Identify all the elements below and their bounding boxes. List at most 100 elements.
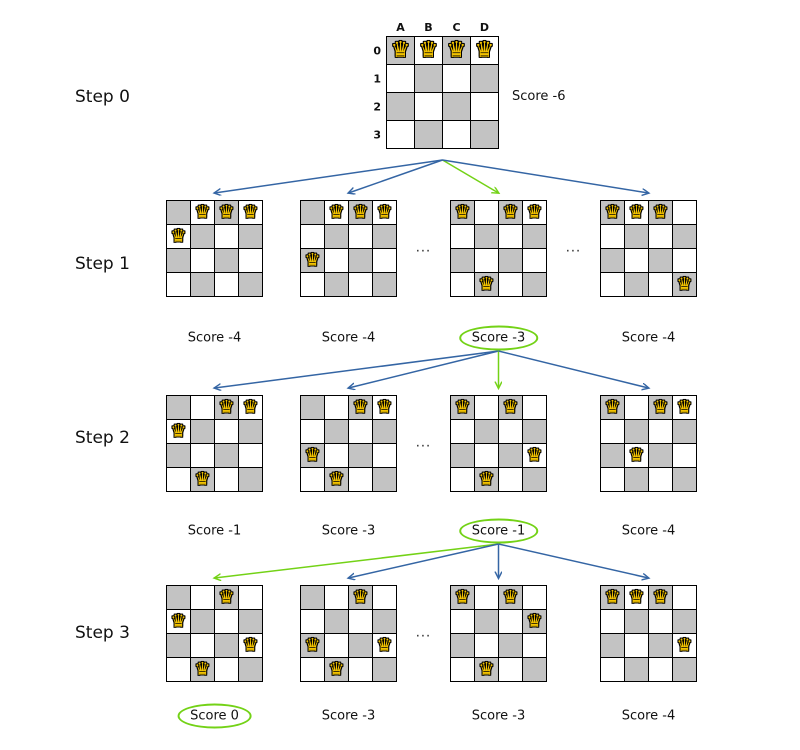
- row-label-3: 3: [373, 128, 381, 141]
- board-cell: [215, 225, 238, 248]
- board-cell: [215, 658, 238, 681]
- queen-icon: ♛: [526, 610, 543, 632]
- arrow-step-0-board-to-step1-board1: [349, 159, 443, 193]
- board-cell: ♛: [601, 201, 624, 224]
- board-cell: [373, 586, 396, 609]
- board-cell: [523, 634, 546, 657]
- board-cell: [649, 420, 672, 443]
- board-cell: ♛: [191, 468, 214, 491]
- board-step3-0: ♛♛♛♛: [166, 585, 263, 682]
- row-label-1: 1: [373, 72, 381, 85]
- queen-icon: ♛: [478, 468, 495, 490]
- queen-icon: ♛: [676, 273, 693, 295]
- score-step2-3: Score -4: [621, 523, 676, 539]
- board-cell: ♛: [301, 249, 324, 272]
- queen-icon: ♛: [376, 396, 393, 418]
- board-cell: [649, 658, 672, 681]
- board-cell: [625, 468, 648, 491]
- board-cell: [673, 420, 696, 443]
- board-cell: [191, 225, 214, 248]
- board-cell: ♛: [167, 420, 190, 443]
- board-cell: [325, 273, 348, 296]
- queen-icon: ♛: [242, 396, 259, 418]
- board-cell: [625, 610, 648, 633]
- board-cell: [499, 249, 522, 272]
- board-cell: ♛: [443, 37, 470, 64]
- board-cell: ♛: [601, 586, 624, 609]
- board-cell: [167, 586, 190, 609]
- board-cell: [673, 225, 696, 248]
- board-cell: [601, 249, 624, 272]
- board-cell: [673, 249, 696, 272]
- board-cell: [373, 468, 396, 491]
- queen-icon: ♛: [376, 201, 393, 223]
- board-cell: ♛: [523, 444, 546, 467]
- board-cell: [673, 201, 696, 224]
- board-cell: [415, 65, 442, 92]
- board-step0-0: ♛♛♛♛: [386, 36, 499, 149]
- board-cell: ♛: [415, 37, 442, 64]
- ellipsis: ...: [415, 435, 432, 451]
- board-cell: [451, 444, 474, 467]
- board-cell: ♛: [239, 396, 262, 419]
- queen-icon: ♛: [352, 201, 369, 223]
- board-cell: [301, 273, 324, 296]
- board-cell: [475, 225, 498, 248]
- board-cell: [325, 249, 348, 272]
- queen-icon: ♛: [194, 468, 211, 490]
- board-cell: ♛: [349, 201, 372, 224]
- board-cell: ♛: [475, 658, 498, 681]
- queen-icon: ♛: [604, 396, 621, 418]
- board-cell: [373, 273, 396, 296]
- board-cell: [601, 225, 624, 248]
- board-cell: [451, 273, 474, 296]
- board-cell: [215, 610, 238, 633]
- queen-icon: ♛: [170, 610, 187, 632]
- selected-score-step1-2: Score -3: [458, 325, 539, 351]
- board-cell: ♛: [387, 37, 414, 64]
- board-cell: [523, 225, 546, 248]
- board-cell: [523, 468, 546, 491]
- board-cell: [499, 444, 522, 467]
- queen-icon: ♛: [218, 586, 235, 608]
- board-cell: ♛: [523, 610, 546, 633]
- board-cell: ♛: [373, 201, 396, 224]
- board-cell: [215, 634, 238, 657]
- board-cell: [167, 634, 190, 657]
- board-cell: [387, 93, 414, 120]
- board-cell: [475, 420, 498, 443]
- board-cell: [673, 444, 696, 467]
- board-cell: [625, 420, 648, 443]
- board-cell: [301, 201, 324, 224]
- queen-icon: ♛: [170, 420, 187, 442]
- arrow-step-0-board-to-step1-board0: [215, 159, 443, 193]
- ellipsis: ...: [415, 625, 432, 641]
- queen-icon: ♛: [352, 586, 369, 608]
- board-cell: ♛: [325, 201, 348, 224]
- board-cell: [325, 634, 348, 657]
- board-cell: [215, 273, 238, 296]
- board-cell: [415, 121, 442, 148]
- board-cell: [451, 468, 474, 491]
- board-cell: [301, 396, 324, 419]
- score-step3-1: Score -3: [321, 708, 376, 724]
- step-0-score: Score -6: [512, 89, 566, 104]
- queen-icon: ♛: [352, 396, 369, 418]
- selected-score-step2-2: Score -1: [458, 518, 539, 544]
- row-label-2: 2: [373, 100, 381, 113]
- board-cell: [301, 610, 324, 633]
- board-cell: [625, 249, 648, 272]
- board-cell: [673, 586, 696, 609]
- queen-icon: ♛: [454, 396, 471, 418]
- board-cell: [475, 444, 498, 467]
- board-cell: [325, 586, 348, 609]
- score-step1-3: Score -4: [621, 330, 676, 346]
- board-cell: ♛: [625, 444, 648, 467]
- board-cell: ♛: [649, 396, 672, 419]
- board-cell: [475, 201, 498, 224]
- board-cell: [673, 468, 696, 491]
- board-cell: [373, 420, 396, 443]
- queen-icon: ♛: [328, 468, 345, 490]
- board-cell: ♛: [471, 37, 498, 64]
- board-step1-3: ♛♛♛♛: [600, 200, 697, 297]
